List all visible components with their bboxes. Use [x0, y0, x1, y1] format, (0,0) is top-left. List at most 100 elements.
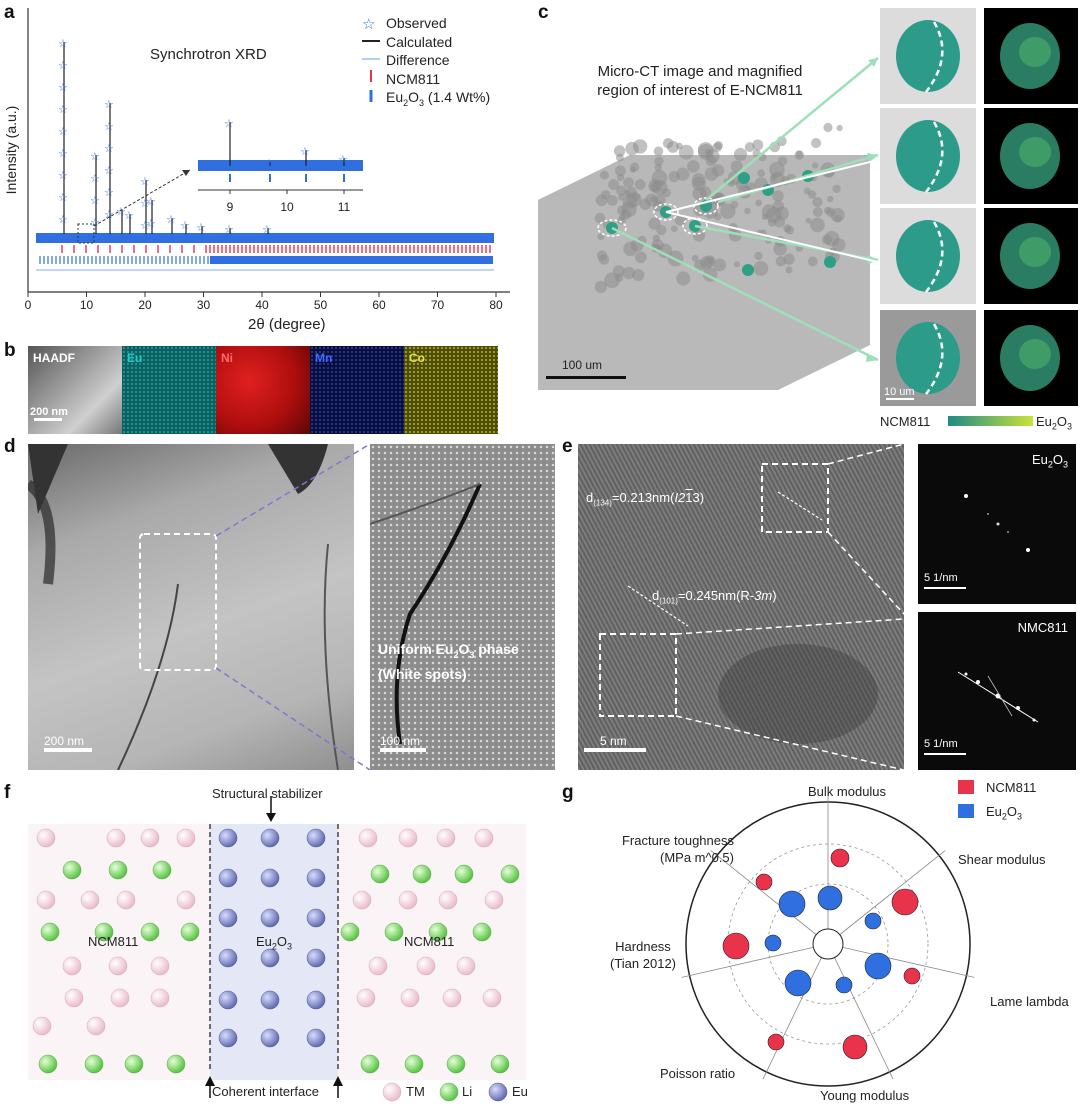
li-atom — [124, 1054, 144, 1074]
xrd-observed-marker: ☆ — [146, 217, 156, 230]
xrd-inset-band — [198, 160, 363, 171]
ct-eu-particle — [824, 256, 836, 268]
ct-particle — [616, 173, 625, 182]
ct-tile-particle — [896, 20, 960, 92]
ct-particle — [676, 271, 691, 286]
xrd-eu-tick-band — [210, 256, 493, 264]
tem-scale-right: 100 nm — [380, 734, 421, 748]
fft-ncm: NMC811 5 1/nm — [918, 612, 1076, 770]
lattice-mid-phase: Eu2O3 — [256, 934, 293, 952]
ct-particle — [770, 174, 778, 181]
xrd-eu-reflection-ticks — [39, 256, 209, 264]
fft-ncm-label: NMC811 — [1017, 620, 1068, 635]
xrd-observed-marker: ☆ — [224, 223, 234, 236]
xrd-x-tick-label: 80 — [489, 298, 503, 312]
radar-legend-ncm-swatch — [958, 780, 974, 794]
xrd-observed-marker: ☆ — [58, 169, 68, 182]
ct-particle — [607, 195, 618, 206]
ct-tile-scalebar — [886, 398, 914, 400]
xrd-observed-marker: ☆ — [90, 216, 100, 229]
ct-particle — [704, 167, 719, 181]
xrd-observed-marker: ☆ — [140, 197, 150, 210]
ct-particle — [623, 241, 638, 257]
radar-axis-young: Young modulus — [820, 1088, 910, 1103]
xrd-observed-marker: ☆ — [124, 209, 134, 222]
ct-particle — [755, 199, 763, 207]
xrd-ncm-reflection-ticks — [61, 245, 491, 253]
ct-particle — [676, 142, 683, 150]
xrd-x-ticks — [27, 292, 497, 297]
ct-tile-eu-core — [1019, 137, 1051, 167]
eu-atom — [306, 948, 326, 968]
ct-particle — [697, 142, 714, 158]
radar-spoke — [827, 943, 894, 1080]
tem-overview: 200 nm — [28, 444, 354, 770]
ct-particle — [654, 163, 662, 172]
eds-strip: HAADF 200 nm Eu Ni Mn Co — [28, 346, 498, 434]
hrtem-box-eu — [761, 463, 829, 533]
roi-link-2 — [717, 153, 879, 204]
microct-title: Micro-CT image and magnified region of i… — [597, 63, 803, 99]
ct-particle — [608, 179, 620, 191]
roi-2 — [653, 203, 679, 221]
ct-particle — [662, 137, 674, 149]
lattice-atoms — [32, 828, 520, 1074]
ct-tile-eu-core — [1019, 339, 1051, 369]
radar-nodes — [722, 848, 921, 1060]
li-atom — [166, 1054, 186, 1074]
xrd-observed-marker: ☆ — [58, 59, 68, 72]
eu-atom — [260, 990, 280, 1010]
tem-zoom-box — [139, 533, 217, 671]
legend-star-icon: ☆ — [362, 15, 375, 33]
xrd-observed-marker: ☆ — [58, 147, 68, 160]
xrd-inset-marker: ☆ — [224, 117, 234, 130]
ct-tile-particle — [896, 322, 960, 394]
ct-particle — [595, 194, 608, 207]
ct-particle — [625, 141, 639, 156]
ct-particle — [833, 214, 842, 223]
xrd-observed-marker: ☆ — [180, 219, 190, 232]
ct-particle — [634, 179, 646, 191]
ct-particle — [619, 213, 626, 221]
ct-particle — [594, 280, 608, 294]
ct-colorbar-left: NCM811 — [880, 414, 931, 429]
xrd-observed-marker: ☆ — [104, 142, 114, 155]
radar-node-eu — [817, 885, 843, 911]
li-atom — [412, 864, 432, 884]
xrd-x-tick-label: 30 — [196, 298, 211, 312]
tm-atom — [456, 956, 476, 976]
panel-label-g: g — [562, 782, 574, 803]
ct-particle — [632, 268, 645, 282]
eu-atom — [306, 868, 326, 888]
ct-particle — [836, 124, 843, 132]
tm-atom — [116, 890, 136, 910]
ct-particle — [733, 261, 740, 268]
radar-axis-hardness: Hardness(Tian 2012) — [610, 939, 676, 971]
ct-particle — [810, 217, 825, 233]
radar-node-eu — [778, 890, 806, 918]
ct-particle — [594, 212, 606, 224]
eu-atom — [260, 828, 280, 848]
xrd-observed-marker: ☆ — [140, 219, 150, 232]
tm-atom — [108, 956, 128, 976]
ct-tile-particle — [896, 220, 960, 292]
xrd-inset-marker: ☆ — [338, 153, 348, 166]
xrd-observed-band — [36, 233, 494, 243]
ct-particle — [803, 187, 811, 195]
eds-eu-map: Eu — [122, 346, 216, 434]
tm-atom — [150, 988, 170, 1008]
li-atom — [490, 1054, 510, 1074]
ct-particle — [811, 162, 819, 169]
xrd-observed-marker: ☆ — [90, 150, 100, 163]
ct-particle — [773, 242, 787, 256]
ct-eu-particle — [742, 264, 754, 276]
tm-atom — [442, 988, 462, 1008]
eds-mn-map: Mn — [310, 346, 404, 434]
ct-particle — [623, 177, 634, 189]
xrd-observed-marker: ☆ — [116, 205, 126, 218]
fft-eu-label: Eu2O3 — [1031, 452, 1068, 470]
radar-spoke — [827, 850, 946, 945]
hrtem-d101: d(101)=0.245nm(R-3m) — [652, 588, 777, 606]
panel-label-d: d — [4, 436, 16, 457]
lattice-schematic — [28, 796, 526, 1102]
